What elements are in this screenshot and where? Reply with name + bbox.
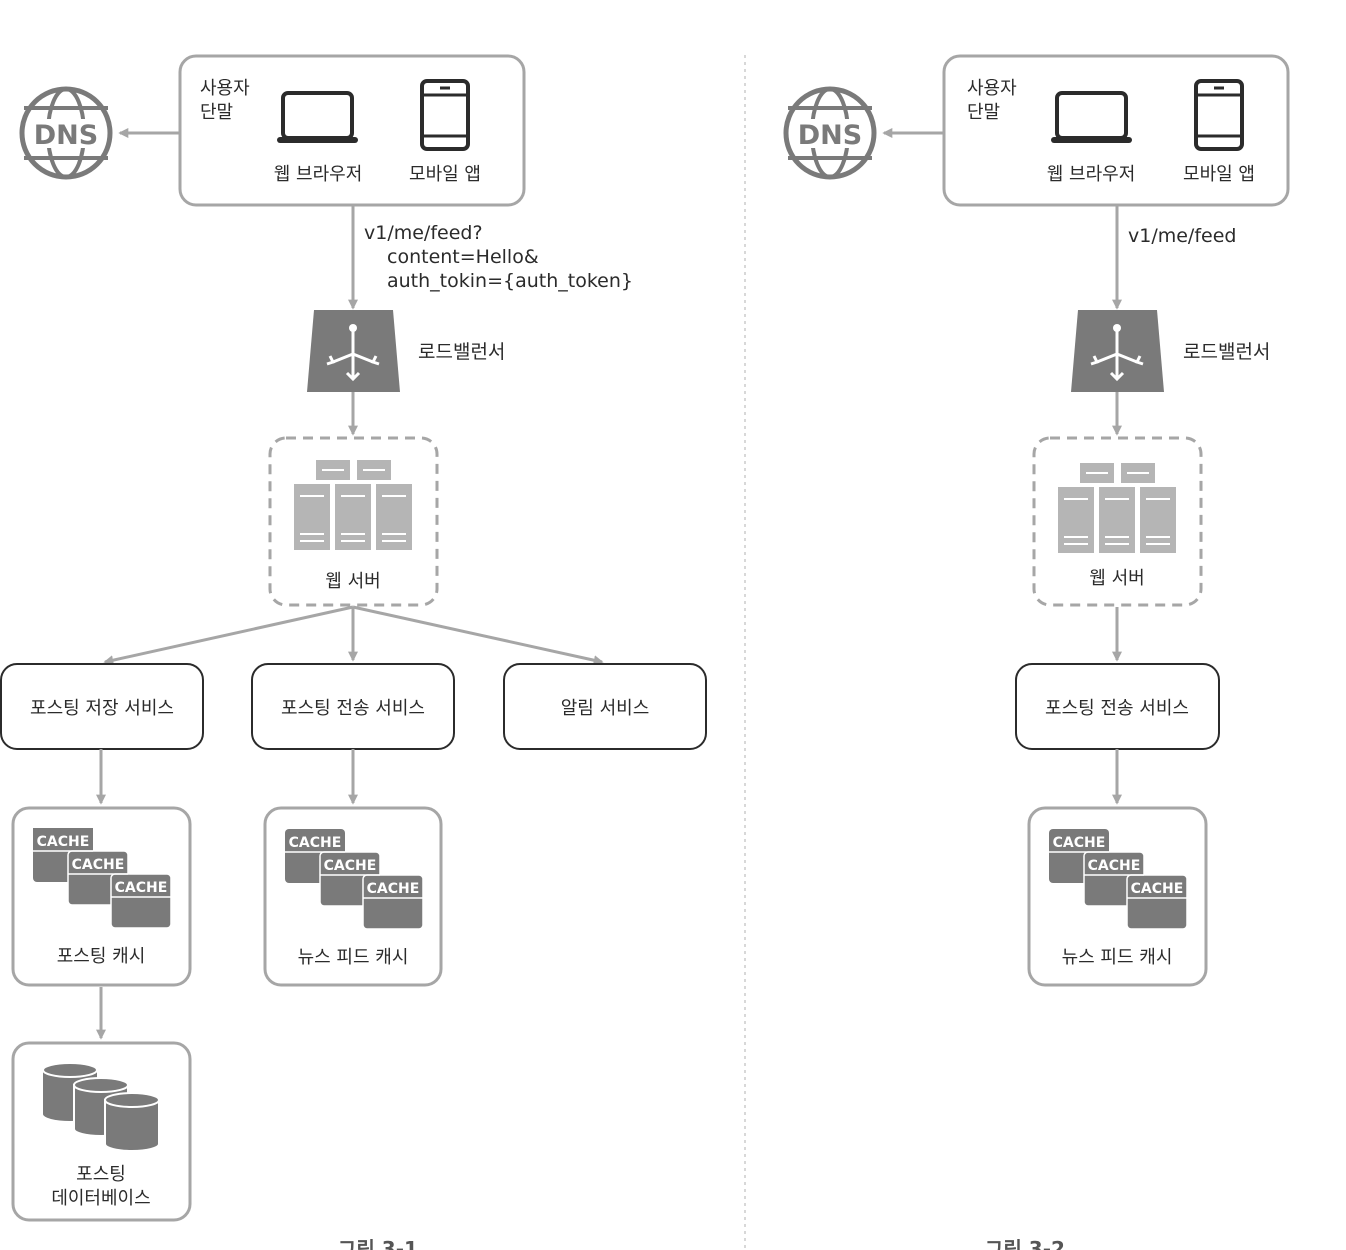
mobile-app-label: 모바일 앱 (1183, 164, 1255, 185)
dns-label: DNS (798, 120, 862, 151)
client-label-line2: 단말 (967, 102, 1000, 123)
post-delivery-service-label: 포스팅 전송 서비스 (1045, 698, 1189, 719)
cache-label: CACHE (1088, 858, 1141, 874)
notification-service-box (503, 663, 707, 750)
cache-stack-icon: CACHE CACHE CACHE (1049, 829, 1188, 930)
cache-label: CACHE (37, 834, 90, 850)
figure-left: DNS 사용자 단말 웹 브라우저 모바일 앱 v1/me/feed? cont… (0, 54, 707, 1250)
mobile-phone-icon (1194, 79, 1244, 151)
web-browser-label: 웹 브라우저 (274, 164, 363, 185)
post-database-label-line1: 포스팅 (76, 1164, 126, 1185)
post-storage-service-label: 포스팅 저장 서비스 (30, 698, 174, 719)
load-balancer-icon (1071, 310, 1164, 392)
load-balancer-icon (307, 310, 400, 392)
client-label-line1: 사용자 (200, 78, 250, 99)
post-database-label-line2: 데이터베이스 (51, 1188, 150, 1209)
load-balancer-label: 로드밸런서 (1183, 341, 1270, 363)
cache-stack-icon: CACHE CACHE CACHE (285, 829, 424, 930)
dns-globe-icon: DNS (19, 86, 113, 180)
web-server-label: 웹 서버 (1089, 568, 1144, 589)
web-browser-label: 웹 브라우저 (1047, 164, 1136, 185)
figure-right: DNS 사용자 단말 웹 브라우저 모바일 앱 v1/me/feed (783, 54, 1290, 1250)
news-feed-cache-label: 뉴스 피드 캐시 (298, 947, 409, 968)
mobile-app-label: 모바일 앱 (409, 164, 481, 185)
figure-caption-right: 그림 3-2 (985, 1237, 1065, 1250)
cache-label: CACHE (72, 857, 125, 873)
cache-label: CACHE (324, 858, 377, 874)
request-url-line2: content=Hello& (387, 246, 539, 268)
post-cache-label: 포스팅 캐시 (57, 946, 146, 967)
load-balancer-label: 로드밸런서 (418, 341, 505, 363)
client-label-line1: 사용자 (967, 78, 1017, 99)
request-url-line1: v1/me/feed? (364, 222, 483, 244)
web-server-label: 웹 서버 (325, 571, 380, 592)
request-url-line3: auth_tokin={auth_token} (387, 270, 633, 292)
server-rack-icon (1058, 463, 1176, 553)
server-rack-icon (294, 460, 412, 550)
cache-label: CACHE (1053, 835, 1106, 851)
dns-globe-icon: DNS (783, 86, 877, 180)
cache-label: CACHE (289, 835, 342, 851)
figure-caption-left: 그림 3-1 (338, 1237, 418, 1250)
client-label-line2: 단말 (200, 102, 233, 123)
database-cylinders-icon (42, 1062, 160, 1152)
request-url-line1: v1/me/feed (1128, 225, 1236, 247)
laptop-icon (1051, 91, 1132, 143)
arrow-webserver-to-storage (103, 605, 354, 666)
mobile-phone-icon (420, 79, 470, 151)
cache-stack-icon: CACHE CACHE CACHE (33, 828, 172, 929)
notification-service-label: 알림 서비스 (561, 698, 650, 719)
cache-label: CACHE (367, 881, 420, 897)
laptop-icon (277, 91, 358, 143)
dns-label: DNS (34, 120, 98, 151)
post-delivery-service-label: 포스팅 전송 서비스 (281, 698, 425, 719)
arrow-webserver-to-notification (352, 605, 604, 666)
news-feed-cache-label: 뉴스 피드 캐시 (1062, 947, 1173, 968)
cache-label: CACHE (115, 880, 168, 896)
cache-label: CACHE (1131, 881, 1184, 897)
